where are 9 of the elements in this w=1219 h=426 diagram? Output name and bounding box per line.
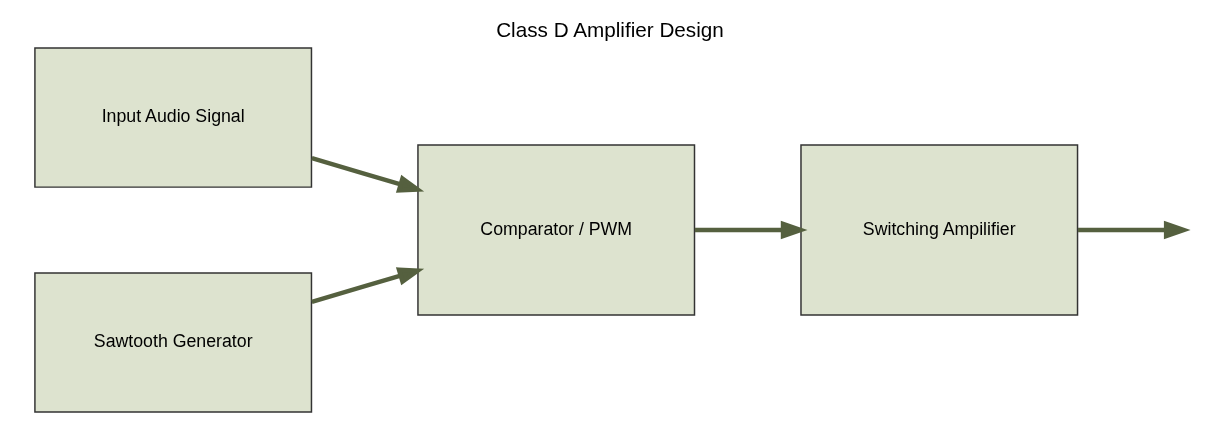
node-box: Input Audio Signal — [33, 47, 312, 188]
node-box: Comparator / PWM — [416, 144, 695, 316]
node-box: Sawtooth Generator — [33, 272, 312, 413]
node-box: Switching Ampilifier — [799, 144, 1078, 316]
arrow — [310, 267, 424, 304]
arrow — [1077, 220, 1191, 240]
diagram-title: Class D Amplifier Design — [495, 17, 724, 41]
arrow — [694, 220, 807, 240]
arrow — [310, 156, 424, 193]
